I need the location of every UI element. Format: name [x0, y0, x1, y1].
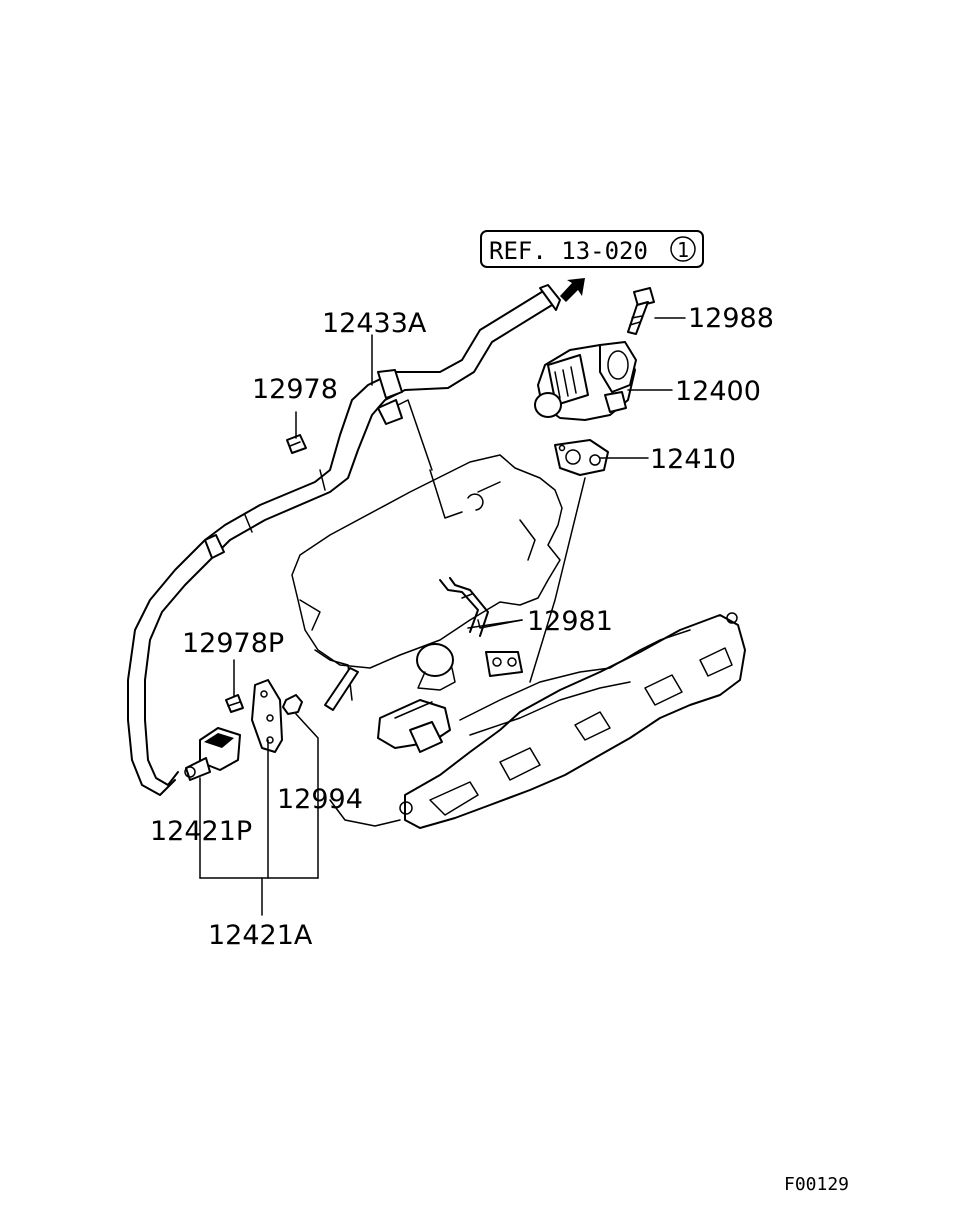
label-12421p: 12421P	[150, 816, 252, 847]
solenoid-12421p	[184, 727, 241, 781]
bolt-12988	[627, 287, 655, 335]
reference-text: REF. 13-020	[489, 237, 648, 265]
label-12410: 12410	[650, 444, 736, 475]
hose-12433a	[127, 284, 561, 796]
label-12981: 12981	[527, 606, 613, 637]
engine-block	[291, 454, 563, 701]
intake-manifold	[324, 612, 746, 829]
label-12978p: 12978P	[182, 628, 284, 659]
nut-12994	[282, 694, 303, 715]
figure-id: F00129	[784, 1174, 849, 1195]
reference-circle-icon	[670, 236, 696, 262]
leader-lines	[199, 317, 686, 916]
label-12994: 12994	[277, 784, 363, 815]
reference-circled-number: 1	[677, 238, 689, 262]
valve-12400	[534, 341, 637, 421]
label-12433a: 12433A	[322, 308, 427, 339]
reference-arrow-icon	[560, 278, 585, 302]
hose-12981	[439, 577, 489, 637]
bolt-12978p	[225, 694, 244, 713]
gasket-12410	[554, 439, 609, 476]
label-12988: 12988	[688, 303, 774, 334]
label-12978: 12978	[252, 374, 338, 405]
label-12421a: 12421A	[208, 920, 313, 951]
reference-box[interactable]: REF. 13-020 1	[480, 230, 704, 268]
bracket-plate	[251, 679, 283, 753]
label-12400: 12400	[675, 376, 761, 407]
